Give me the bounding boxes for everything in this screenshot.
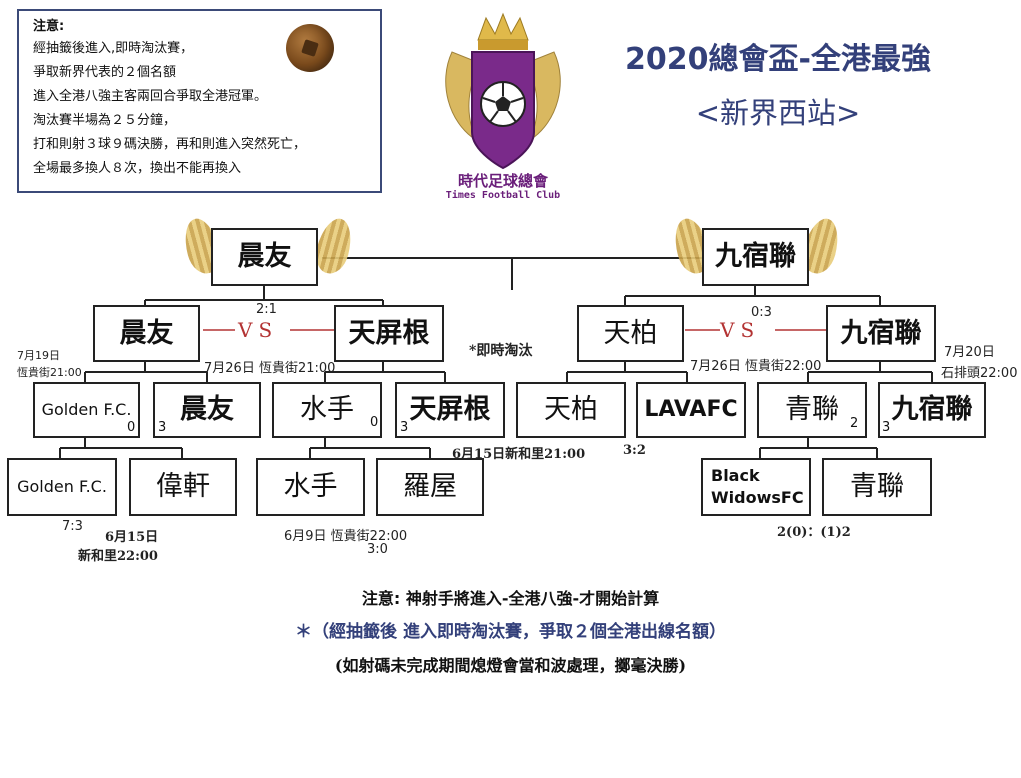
schedule-right-semi: 7月26日 恆貴街22:00 (690, 359, 822, 374)
score-round1-mid: 3:0 (367, 542, 388, 557)
club-logo (445, 12, 561, 170)
knockout-note: *即時淘汰 (469, 343, 533, 359)
logo-english-name: Times Football Club (445, 190, 561, 201)
winner-right: 九宿聯 (702, 228, 809, 286)
page-title: 2020總會盃-全港最強 (625, 42, 931, 77)
score-left-final: 2:1 (256, 302, 277, 317)
footer-note-3: (如射碼未完成期間熄燈會當和波處理，擲毫決勝) (334, 656, 687, 675)
vs-right: VS (720, 318, 761, 342)
page-subtitle: <新界西站> (695, 96, 861, 130)
schedule-left-time: 恆貴街21:00 (17, 366, 82, 379)
notice-line: 淘汰賽半場為２５分鐘， (33, 113, 177, 128)
quarter-r4: 九宿聯 (878, 382, 986, 438)
schedule-quarter-mid: 6月15日新和里21:00 (452, 447, 586, 462)
quarter-r1: 天柏 (516, 382, 626, 438)
score-round1-left: 7:3 (62, 519, 83, 534)
round1-r2: 青聯 (822, 458, 932, 516)
schedule-round1-left-date: 6月15日 (105, 530, 159, 545)
quarter-r3: 青聯 (757, 382, 867, 438)
score-q-l3: 0 (370, 415, 379, 430)
round1-l2: 偉軒 (129, 458, 237, 516)
notice-line: 經抽籤後進入,即時淘汰賽， (33, 41, 194, 56)
schedule-round1-left-time: 新和里22:00 (78, 549, 158, 564)
football-icon (286, 24, 334, 72)
score-q-l4: 3 (400, 420, 409, 435)
score-q-l1: 0 (127, 420, 136, 435)
quarter-l3: 水手 (272, 382, 382, 438)
notice-line: 全場最多換人８次，換出不能再換入 (33, 161, 242, 176)
schedule-round1-mid: 6月9日 恆貴街22:00 (284, 529, 408, 544)
score-q-l2: 3 (158, 420, 167, 435)
notice-panel: 注意: 經抽籤後進入,即時淘汰賽， 爭取新界代表的２個名額 進入全港八強主客兩回… (17, 9, 382, 193)
semi-left-b: 天屏根 (334, 305, 444, 362)
schedule-right-date: 7月20日 (944, 345, 995, 360)
score-q-r3: 2 (850, 416, 859, 431)
footer-note-1: 注意: 神射手將進入-全港八強-才開始計算 (361, 589, 660, 608)
schedule-right-time: 石排頭22:00 (941, 366, 1018, 381)
schedule-left-date: 7月19日 (17, 349, 60, 362)
round1-r1: Black WidowsFC (701, 458, 811, 516)
notice-line: 打和則射３球９碼決勝，再和則進入突然死亡， (33, 137, 307, 152)
notice-line: 進入全港八強主客兩回合爭取全港冠軍。 (33, 89, 268, 104)
score-right-final: 0:3 (751, 305, 772, 320)
round1-l4: 羅屋 (376, 458, 484, 516)
quarter-l4: 天屏根 (395, 382, 505, 438)
quarter-l1: Golden F.C. (33, 382, 140, 438)
schedule-left-semi: 7月26日 恆貴街21:00 (204, 361, 336, 376)
semi-right-a: 天柏 (577, 305, 684, 362)
notice-title: 注意: (33, 19, 65, 34)
quarter-l2: 晨友 (153, 382, 261, 438)
score-q-r4: 3 (882, 420, 891, 435)
round1-l3: 水手 (256, 458, 365, 516)
notice-line: 爭取新界代表的２個名額 (33, 65, 177, 80)
logo-chinese-name: 時代足球總會 (457, 172, 548, 190)
quarter-r2: LAVAFC (636, 382, 746, 438)
semi-right-b: 九宿聯 (826, 305, 936, 362)
winner-left: 晨友 (211, 228, 318, 286)
score-quarter-mid: 3:2 (623, 443, 646, 458)
round1-l1: Golden F.C. (7, 458, 117, 516)
score-round1-right: 2(0)：(1)2 (777, 525, 851, 540)
footer-note-2: ＊（經抽籤後 進入即時淘汰賽，爭取２個全港出線名額） (295, 622, 726, 642)
semi-left-a: 晨友 (93, 305, 200, 362)
vs-left: VS (238, 318, 279, 342)
